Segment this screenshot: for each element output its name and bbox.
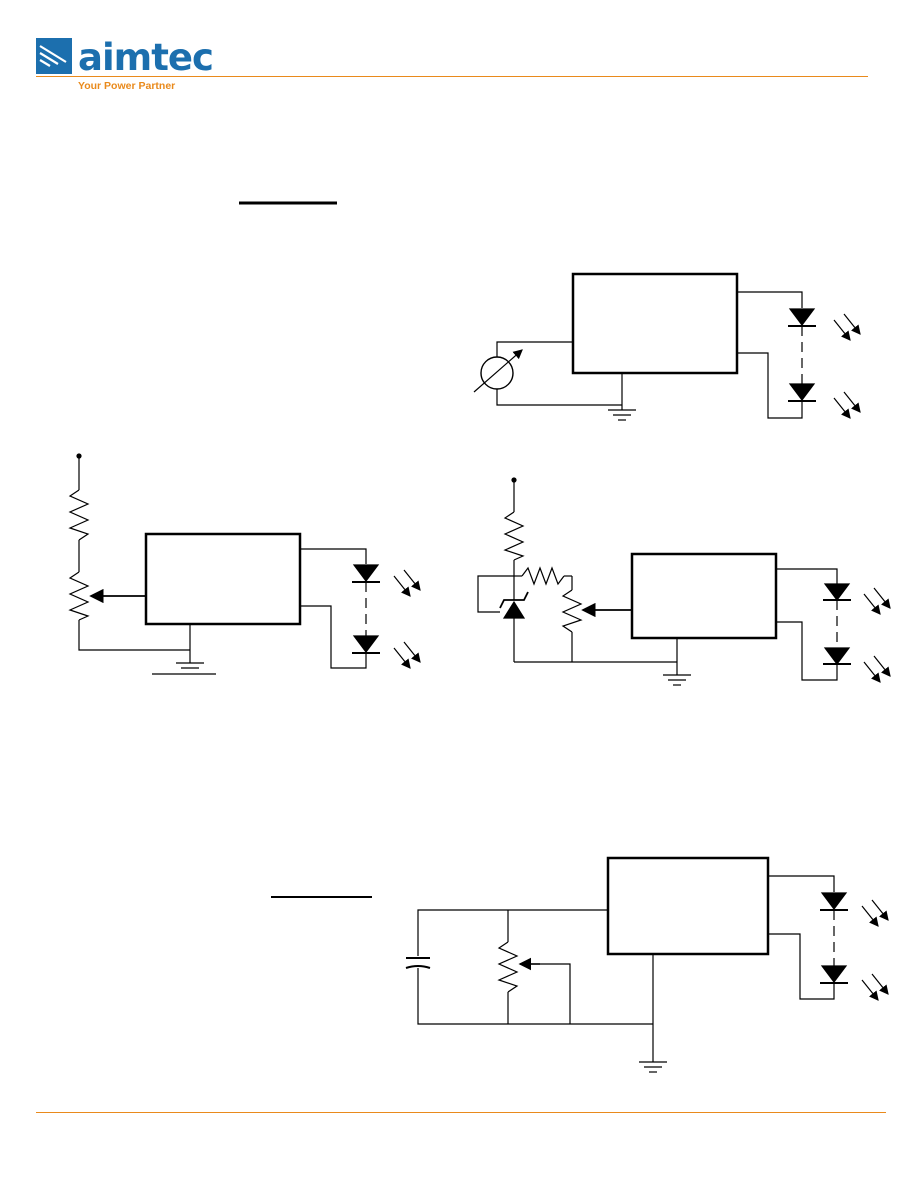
diagram-zener-reference-dimming [477, 477, 891, 686]
potentiometer-icon [68, 571, 90, 621]
brand-tagline: Your Power Partner [78, 80, 176, 92]
ground-icon [152, 662, 216, 675]
header-rule [36, 76, 868, 77]
supply-terminal [511, 477, 517, 483]
diagram-capacitor-potentiometer-dimming [405, 856, 889, 1073]
led-icon [788, 308, 861, 341]
driver-ic-block [630, 552, 778, 640]
led-icon [352, 564, 421, 597]
resistor-icon [521, 566, 565, 586]
aimtec-logo: aimtec Your Power Partner [36, 38, 214, 96]
led-icon [823, 583, 891, 615]
footer-rule [36, 1112, 886, 1113]
supply-terminal [76, 453, 82, 459]
driver-ic-block [144, 532, 302, 626]
led-icon [788, 383, 861, 419]
ground-icon [663, 674, 691, 686]
brand-name: aimtec [78, 36, 214, 79]
led-icon [352, 635, 421, 669]
logo-mark-icon [36, 38, 72, 74]
ground-icon [639, 1061, 667, 1073]
resistor-icon [68, 489, 90, 541]
driver-ic-block [571, 272, 739, 375]
led-icon [823, 647, 891, 683]
capacitor-icon [405, 957, 431, 969]
led-icon [820, 965, 889, 1001]
driver-ic-block [606, 856, 770, 956]
resistor-icon [503, 511, 525, 561]
led-icon [820, 892, 889, 927]
potentiometer-icon [561, 589, 583, 633]
ground-icon [608, 409, 636, 421]
diagram-potentiometer-dimming [68, 453, 421, 675]
diagram-voltage-source-dimming [473, 272, 861, 421]
potentiometer-icon [497, 941, 519, 993]
